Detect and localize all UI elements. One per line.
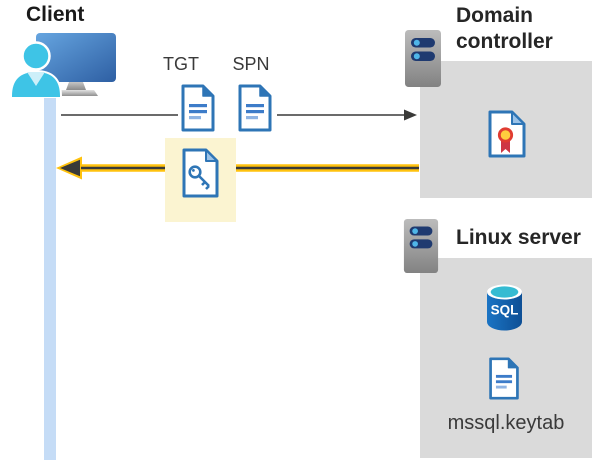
client-label: Client xyxy=(26,3,85,26)
client-connection-bar xyxy=(44,91,56,460)
monitor-icon xyxy=(36,33,116,82)
tgt-label: TGT xyxy=(163,54,199,74)
keytab-document-icon xyxy=(487,355,521,402)
spn-label: SPN xyxy=(232,54,270,74)
domain-controller-label: Domain controller xyxy=(456,3,553,55)
domain-server-icon xyxy=(403,29,443,88)
linux-server-label: Linux server xyxy=(456,226,581,249)
spn-document-icon xyxy=(236,84,274,132)
sql-badge-text: SQL xyxy=(491,303,519,318)
domain-controller-label-line2: controller xyxy=(456,30,553,53)
certificate-icon xyxy=(488,110,526,158)
keytab-filename-label: mssql.keytab xyxy=(447,412,565,434)
seal-icon xyxy=(497,127,514,143)
service-ticket-key-icon xyxy=(182,148,219,198)
domain-controller-label-line1: Domain xyxy=(456,4,534,27)
tgt-document-icon xyxy=(179,84,217,132)
linux-server-icon xyxy=(402,218,440,274)
response-arrow xyxy=(56,156,419,180)
client-icon xyxy=(10,33,116,98)
sql-database-icon: SQL xyxy=(487,284,522,331)
